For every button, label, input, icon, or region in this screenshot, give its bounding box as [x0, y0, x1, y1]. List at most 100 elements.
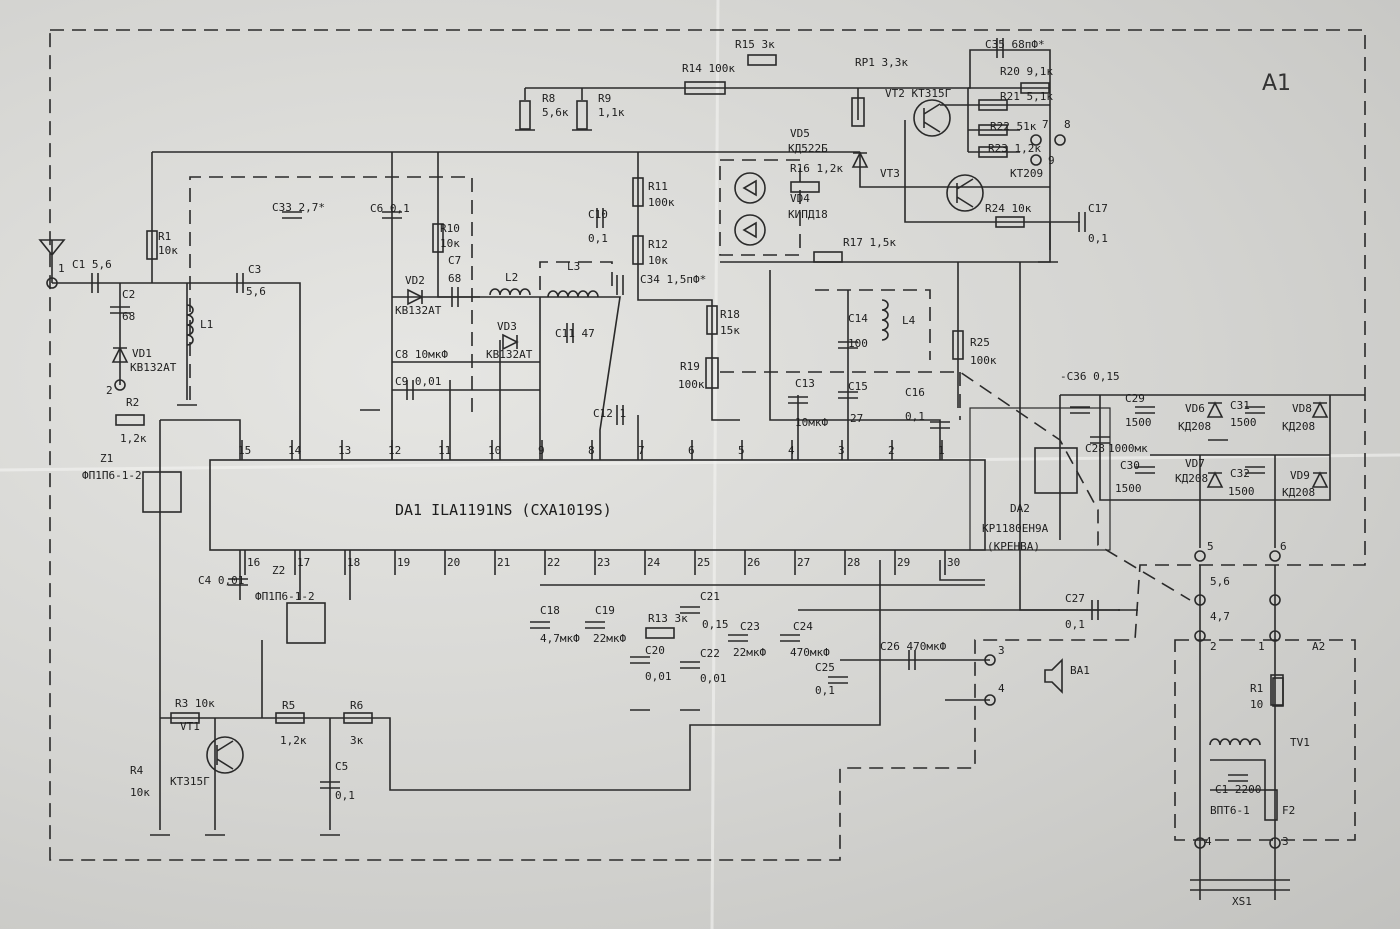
- component-label-r17: R17 1,5к: [843, 236, 896, 249]
- resistor-icon: [645, 627, 675, 639]
- component-label-r19a: R19: [680, 360, 700, 373]
- tuner-shield: [189, 176, 473, 420]
- terminal-icon: [1194, 837, 1206, 849]
- potentiometer-icon: [684, 81, 726, 95]
- trimmer-icon: [851, 97, 865, 127]
- terminal-icon: [1194, 550, 1206, 562]
- ic-pin-number: 3: [838, 444, 845, 457]
- component-label-r13: R13 3к: [648, 612, 688, 625]
- component-label-c15a: C15: [848, 380, 868, 393]
- component-label-c28b: 1000мк: [1108, 442, 1148, 455]
- resistor-icon: [275, 712, 305, 724]
- component-label-vd5b: КД522Б: [788, 142, 828, 155]
- module-a1-label: A1: [1262, 71, 1291, 96]
- filter-z1-icon: [142, 471, 182, 513]
- inductor-l2-icon: [489, 288, 531, 296]
- ic-pin-number: 20: [447, 556, 460, 569]
- component-label-c19a: C19: [595, 604, 615, 617]
- fuse-f2-icon: [1264, 789, 1278, 821]
- component-label-r4b: 10к: [130, 786, 150, 799]
- component-label-x4: 4: [1205, 835, 1212, 848]
- led-icon: [742, 179, 757, 197]
- component-label-c5b: 0,1: [335, 789, 355, 802]
- component-label-vd3b: КВ132АТ: [486, 348, 533, 361]
- ic-pin-number: 2: [888, 444, 895, 457]
- component-label-r12b: 10к: [648, 254, 668, 267]
- component-label-s3: 3: [998, 644, 1005, 657]
- resistor-icon: [632, 177, 644, 207]
- transistor-icon: [956, 178, 974, 208]
- component-label-c25b: 0,1: [815, 684, 835, 697]
- component-label-r24: R24 10к: [985, 202, 1032, 215]
- ic-pin-number: 22: [547, 556, 560, 569]
- ic-pin-number: 25: [697, 556, 710, 569]
- component-label-z1a: Z1: [100, 452, 113, 465]
- ic-pin-number: 13: [338, 444, 351, 457]
- component-label-r1b: 10к: [158, 244, 178, 257]
- diode-icon: [111, 346, 129, 363]
- diode-icon: [1311, 471, 1329, 488]
- component-label-r19b: 100к: [678, 378, 705, 391]
- diode-icon: [502, 333, 519, 351]
- component-label-c7a: C7: [448, 254, 461, 267]
- component-label-c16b: 0,1: [905, 410, 925, 423]
- terminal-icon: [984, 654, 996, 666]
- component-label-r9b: 1,1к: [598, 106, 625, 119]
- ic-pin-number: 28: [847, 556, 860, 569]
- led-icon: [742, 221, 757, 239]
- component-label-c17b: 0,1: [1088, 232, 1108, 245]
- terminal-icon: [46, 277, 58, 289]
- ic-pin-number: 19: [397, 556, 410, 569]
- component-label-da2t: КР1180ЕН9А: [982, 522, 1049, 535]
- component-label-r1a: R1: [158, 230, 171, 243]
- component-label-c24a: C24: [793, 620, 813, 633]
- resistor-icon: [978, 146, 1008, 158]
- da2-frame: [969, 407, 1111, 551]
- wires: [52, 49, 1365, 900]
- component-label-c9: C9 0,01: [395, 375, 441, 388]
- component-label-r6a: R6: [350, 699, 363, 712]
- component-label-vd8a: VD8: [1292, 402, 1312, 415]
- component-label-c16a: C16: [905, 386, 925, 399]
- component-label-r9a: R9: [598, 92, 611, 105]
- component-label-r11a: R11: [648, 180, 668, 193]
- component-label-r1a2b: 10: [1250, 698, 1263, 711]
- component-label-r18a: R18: [720, 308, 740, 321]
- module-a2-boundary: [1174, 639, 1356, 841]
- component-label-c23b: 22мкФ: [733, 646, 766, 659]
- component-label-xs1: XS1: [1232, 895, 1252, 908]
- component-label-vd8b: КД208: [1282, 420, 1315, 433]
- component-label-l4: L4: [902, 314, 916, 327]
- ic-pin-number: 17: [297, 556, 310, 569]
- diode-icon: [1206, 471, 1224, 488]
- terminal-icon: [114, 379, 126, 391]
- terminal-icon: [1194, 594, 1206, 606]
- transistor-icon: [923, 103, 941, 133]
- component-label-in1: 1: [58, 262, 65, 275]
- component-label-c23a: C23: [740, 620, 760, 633]
- component-label-c13b: 10мкФ: [795, 416, 828, 429]
- ic-pin-number: 26: [747, 556, 760, 569]
- component-label-r8b: 5,6к: [542, 106, 569, 119]
- component-label-c4: C4 0,01: [198, 574, 244, 587]
- component-label-r5a: R5: [282, 699, 295, 712]
- optocoupler-led-icon: [734, 214, 766, 246]
- component-label-r14: R14 100к: [682, 62, 735, 75]
- diode-icon: [407, 288, 424, 306]
- component-label-v47: 4,7: [1210, 610, 1230, 623]
- resistor-icon: [813, 251, 843, 263]
- diode-icon: [1206, 401, 1224, 418]
- component-label-c19b: 22мкФ: [593, 632, 626, 645]
- component-label-c2a: C2: [122, 288, 135, 301]
- component-label-r16: R16 1,2к: [790, 162, 843, 175]
- component-label-c3b: 5,6: [246, 285, 266, 298]
- inductor-l1-icon: [186, 304, 194, 346]
- component-label-r12a: R12: [648, 238, 668, 251]
- component-label-p7: 7: [1042, 118, 1049, 131]
- component-label-vd4b: КИПД18: [788, 208, 828, 221]
- component-label-z1b: ФП1П6-1-2: [82, 469, 142, 482]
- resistor-icon: [576, 100, 588, 130]
- component-label-vt3: VT3: [880, 167, 900, 180]
- component-label-c25a: C25: [815, 661, 835, 674]
- ic-pin-number: 14: [288, 444, 302, 457]
